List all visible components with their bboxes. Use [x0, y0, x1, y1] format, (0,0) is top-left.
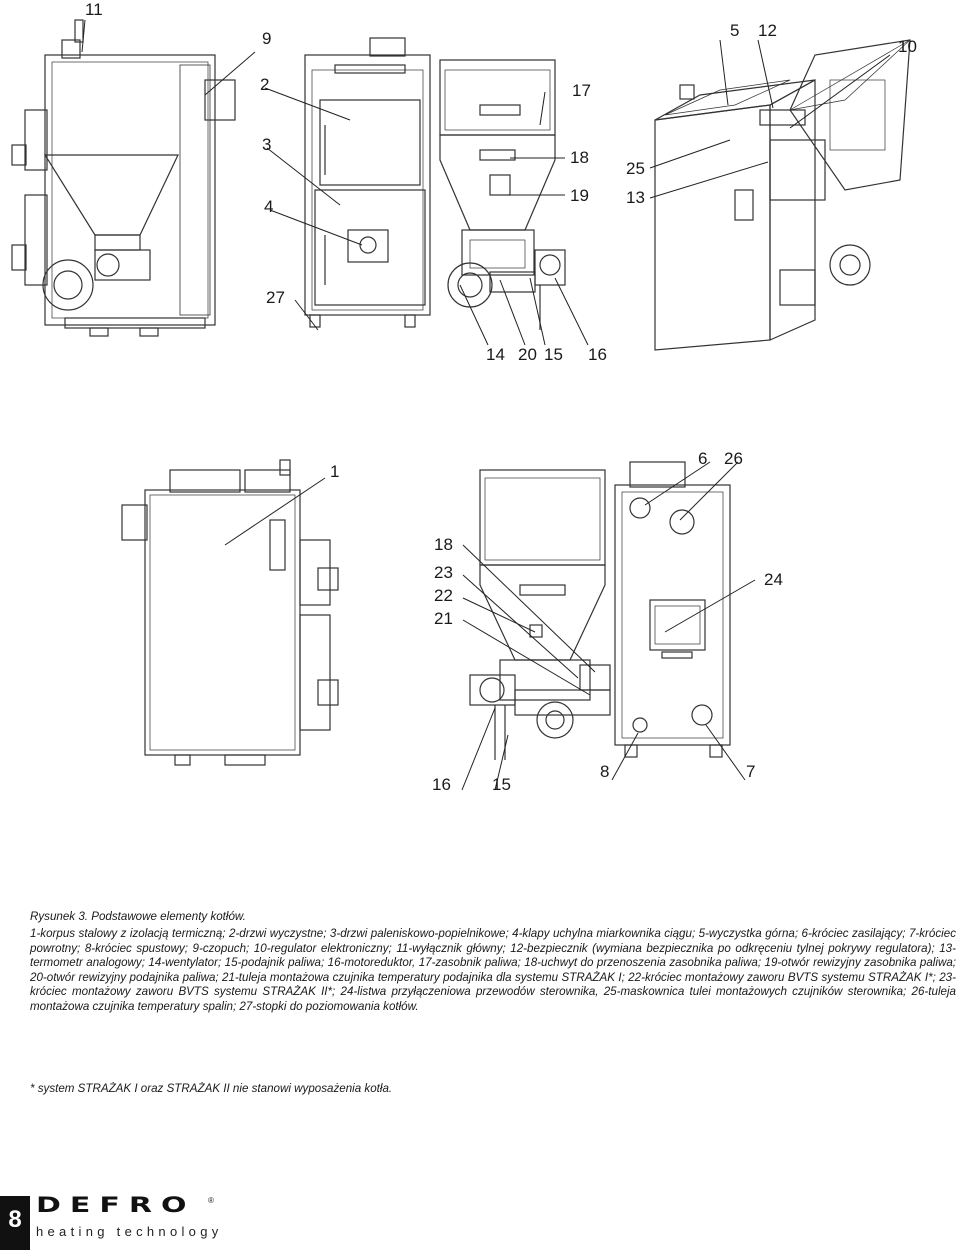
callout-15-top: 15	[544, 345, 563, 364]
callout-5: 5	[730, 21, 739, 40]
callout-24: 24	[764, 570, 783, 589]
callout-27: 27	[266, 288, 285, 307]
callout-2: 2	[260, 75, 269, 94]
drawing-rear-view	[614, 461, 731, 758]
callout-16-top: 16	[588, 345, 607, 364]
callout-26: 26	[724, 449, 743, 468]
leader-lines	[81, 19, 891, 791]
drawing-isometric-view	[654, 39, 911, 351]
callout-9: 9	[262, 29, 271, 48]
callout-19: 19	[570, 186, 589, 205]
registered-mark: ®	[208, 1196, 214, 1205]
page-number: 8	[8, 1206, 22, 1233]
callout-7: 7	[746, 762, 755, 781]
callout-11: 11	[85, 0, 103, 19]
callout-4: 4	[264, 197, 273, 216]
drawing-hopper-feeder	[469, 469, 611, 760]
callout-1: 1	[330, 462, 339, 481]
callout-3: 3	[262, 135, 271, 154]
callout-18-top: 18	[570, 148, 589, 167]
callout-15-bottom: 15	[492, 775, 511, 794]
figure-caption-title: Rysunek 3. Podstawowe elementy kotłów.	[30, 910, 246, 923]
callout-25: 25	[626, 159, 645, 178]
callout-21: 21	[434, 609, 453, 628]
callout-8: 8	[600, 762, 609, 781]
callout-13: 13	[626, 188, 645, 207]
callout-22: 22	[434, 586, 453, 605]
figure-caption-text: 1-korpus stalowy z izolacją termiczną; 2…	[30, 927, 956, 1013]
brand-logo: DEFRO	[36, 1193, 196, 1218]
drawing-front-view	[304, 37, 566, 330]
footnote: * system STRAŻAK I oraz STRAŻAK II nie s…	[30, 1082, 393, 1095]
callout-17: 17	[572, 81, 591, 100]
callout-20: 20	[518, 345, 537, 364]
drawing-other-side-view	[121, 459, 339, 766]
callout-labels: 11 9 2 3 4 17 18 19 5 12 10 25 13 27 14 …	[85, 0, 917, 794]
callout-18-bottom: 18	[434, 535, 453, 554]
callout-12: 12	[758, 21, 777, 40]
page-number-box	[0, 1196, 30, 1250]
callout-14: 14	[486, 345, 505, 364]
drawing-side-view	[11, 19, 236, 337]
brand-tagline: heating technology	[36, 1224, 223, 1239]
callout-16-bottom: 16	[432, 775, 451, 794]
boiler-drawings: 11 9 2 3 4 17 18 19 5 12 10 25 13 27 14 …	[11, 0, 917, 794]
callout-6: 6	[698, 449, 707, 468]
callout-10: 10	[898, 37, 917, 56]
callout-23: 23	[434, 563, 453, 582]
